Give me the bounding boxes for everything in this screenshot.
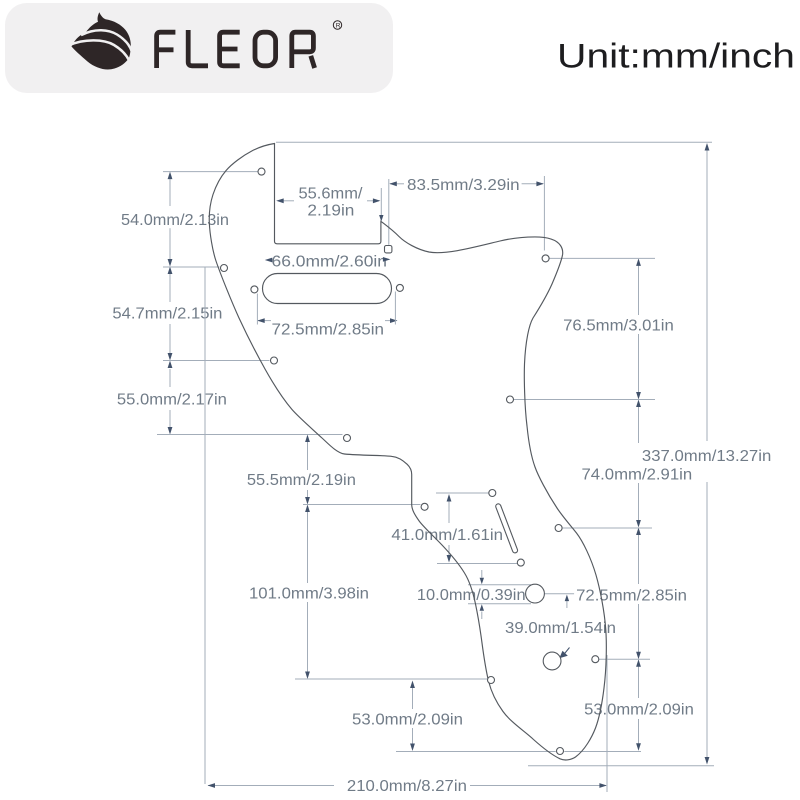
svg-text:39.0mm/1.54in: 39.0mm/1.54in: [505, 620, 616, 637]
svg-text:41.0mm/1.61in: 41.0mm/1.61in: [391, 527, 503, 544]
svg-text:101.0mm/3.98in: 101.0mm/3.98in: [249, 586, 369, 603]
svg-text:55.0mm/2.17in: 55.0mm/2.17in: [117, 392, 227, 409]
svg-text:210.0mm/8.27in: 210.0mm/8.27in: [347, 778, 467, 795]
svg-text:54.0mm/2.13in: 54.0mm/2.13in: [121, 212, 229, 229]
svg-text:10.0mm/0.39in: 10.0mm/0.39in: [417, 587, 526, 604]
svg-text:74.0mm/2.91in: 74.0mm/2.91in: [582, 467, 693, 484]
svg-text:54.7mm/2.15in: 54.7mm/2.15in: [112, 306, 222, 323]
svg-text:R: R: [336, 22, 341, 29]
svg-text:337.0mm/13.27in: 337.0mm/13.27in: [642, 448, 771, 465]
svg-text:83.5mm/3.29in: 83.5mm/3.29in: [407, 177, 520, 194]
svg-text:53.0mm/2.09in: 53.0mm/2.09in: [352, 712, 463, 729]
svg-text:53.0mm/2.09in: 53.0mm/2.09in: [584, 702, 694, 719]
svg-text:66.0mm/2.60in: 66.0mm/2.60in: [272, 254, 388, 271]
svg-text:55.5mm/2.19in: 55.5mm/2.19in: [247, 472, 356, 489]
svg-text:72.5mm/2.85in: 72.5mm/2.85in: [576, 588, 687, 605]
svg-text:72.5mm/2.85in: 72.5mm/2.85in: [272, 321, 385, 338]
svg-text:Unit:mm/inch: Unit:mm/inch: [557, 38, 795, 76]
svg-text:76.5mm/3.01in: 76.5mm/3.01in: [563, 318, 674, 335]
svg-text:2.19in: 2.19in: [307, 202, 354, 219]
svg-text:55.6mm/: 55.6mm/: [299, 185, 364, 202]
